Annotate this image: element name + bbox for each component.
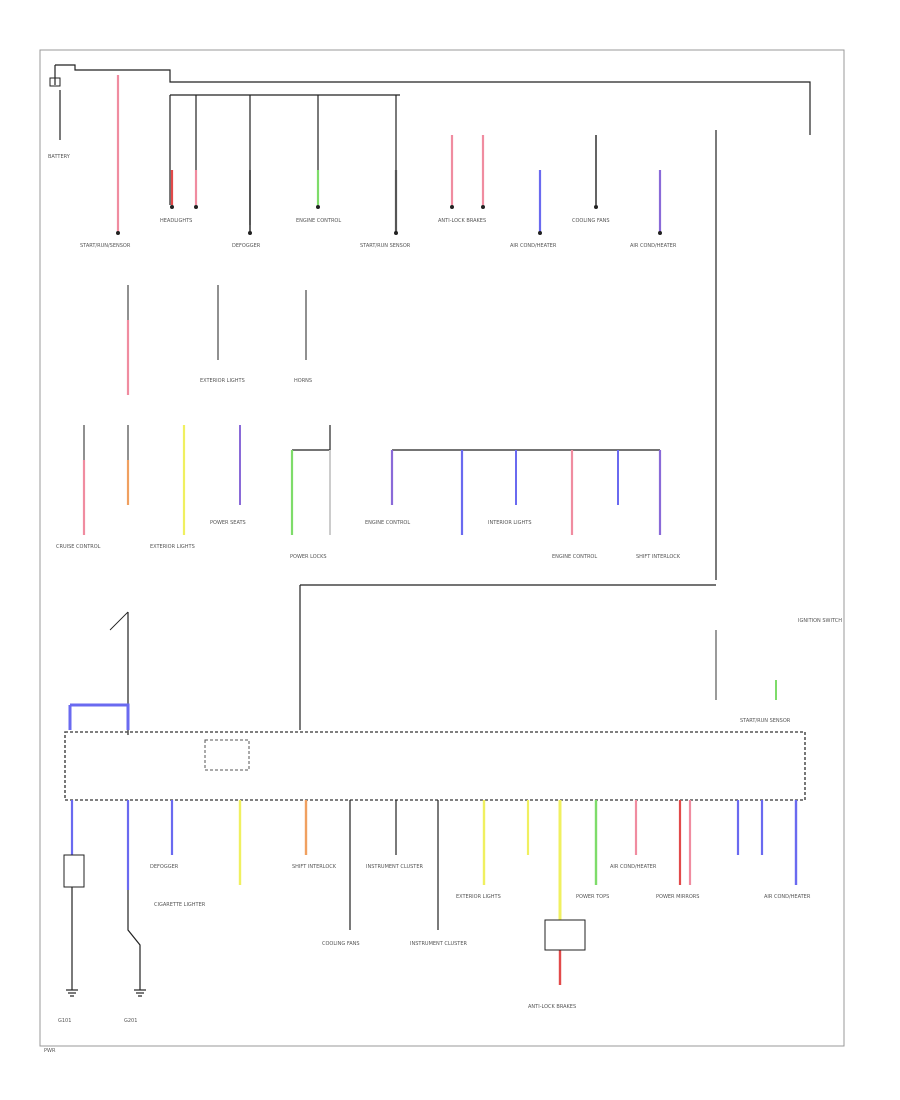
label-engine-control-3: ENGINE CONTROL [552,554,597,560]
label-anti-lock-2: ANTI-LOCK BRAKES [528,1004,576,1010]
label-cooling-fans-2: COOLING FANS [322,941,360,947]
second-row-wires [126,285,307,395]
label-exterior-lights-a: EXTERIOR LIGHTS [200,378,245,384]
battery-symbol [49,77,61,87]
ground-symbol-b [134,989,146,997]
relay-box [204,739,250,771]
label-start-run-3: START/RUN SENSOR [740,718,791,724]
label-engine-control-2: ENGINE CONTROL [365,520,410,526]
label-anti-lock: ANTI-LOCK BRAKES [438,218,486,224]
label-cigarette-lighter: CIGARETTE LIGHTER [154,902,206,908]
top-terminals [116,205,662,235]
label-shift-interlock: SHIFT INTERLOCK [636,554,681,560]
label-exterior-lights-d: EXTERIOR LIGHTS [456,894,501,900]
label-engine-control: ENGINE CONTROL [296,218,341,224]
label-horns: HORNS [294,378,312,384]
label-shift-interlock-2: SHIFT INTERLOCK [292,864,337,870]
label-power-locks: POWER LOCKS [290,554,327,560]
ground-symbol-a [66,989,78,997]
label-air-cond-heater-2: AIR COND/HEATER [630,243,677,249]
label-headlights: HEADLIGHTS [160,218,192,224]
label-ground-b: G201 [124,1018,137,1024]
battery-label: BATTERY [48,154,71,160]
label-power-mirrors: POWER MIRRORS [656,894,699,900]
label-start-run-2: START/RUN SENSOR [360,243,411,249]
label-air-cond-heater: AIR COND/HEATER [510,243,557,249]
battery-section: BATTERY [48,64,811,160]
top-branch-wires [116,75,717,580]
lower-branch-wires [70,800,798,985]
rear-window-defogger-relay [63,854,85,888]
label-exterior-lights-b: EXTERIOR LIGHTS [150,544,195,550]
label-start-run-top: START/RUN/SENSOR [80,243,131,249]
lower-fuse-panel [64,731,806,801]
label-interior-lights: INTERIOR LIGHTS [488,520,532,526]
label-instrument-cluster-2: INSTRUMENT CLUSTER [410,941,468,947]
label-cruise-control: CRUISE CONTROL [56,544,101,550]
page-id-label: PWR [44,1048,56,1054]
label-defogger-2: DEFOGGER [150,864,179,870]
label-ignition-switch: IGNITION SWITCH [798,618,842,624]
label-power-tops: POWER TOPS [576,894,609,900]
label-air-cond-heater-4: AIR COND/HEATER [764,894,811,900]
third-row-wires [82,425,662,535]
label-defogger: DEFOGGER [232,243,261,249]
anti-lock-module-box [544,919,586,951]
label-power-seats: POWER SEATS [210,520,246,526]
label-ground-a: G101 [58,1018,71,1024]
label-air-cond-heater-3: AIR COND/HEATER [610,864,657,870]
label-cooling-fans: COOLING FANS [572,218,610,224]
label-instrument-cluster: INSTRUMENT CLUSTER [366,864,424,870]
diagram-frame [39,49,845,1047]
ignition-switch-blue-wire [68,703,130,730]
